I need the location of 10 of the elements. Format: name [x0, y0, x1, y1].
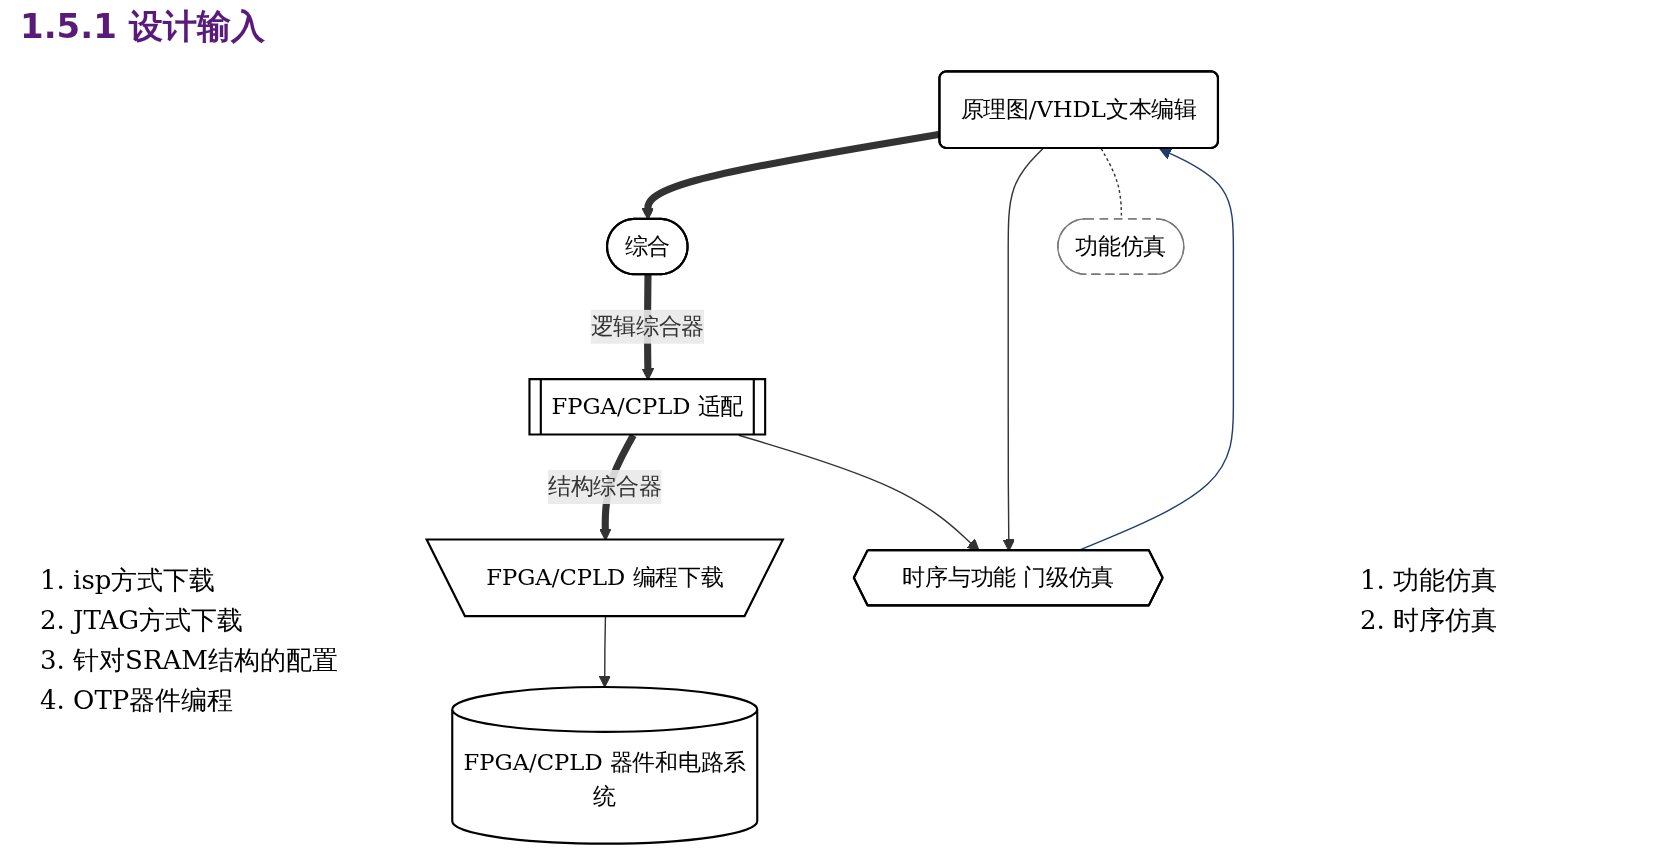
list-item: 2. 时序仿真 — [1360, 604, 1498, 637]
edge-label: 结构综合器 — [548, 472, 662, 500]
list-item: 2. JTAG方式下载 — [40, 604, 244, 637]
title: 1.5.1 设计输入 — [20, 5, 265, 48]
edge-label: 逻辑综合器 — [590, 312, 705, 340]
list-item: 1. 功能仿真 — [1360, 564, 1498, 597]
list-item: 3. 针对SRAM结构的配置 — [40, 644, 338, 677]
list-item: 4. OTP器件编程 — [40, 684, 235, 717]
list-item: 1. isp方式下载 — [40, 564, 217, 597]
arrow — [598, 616, 611, 688]
